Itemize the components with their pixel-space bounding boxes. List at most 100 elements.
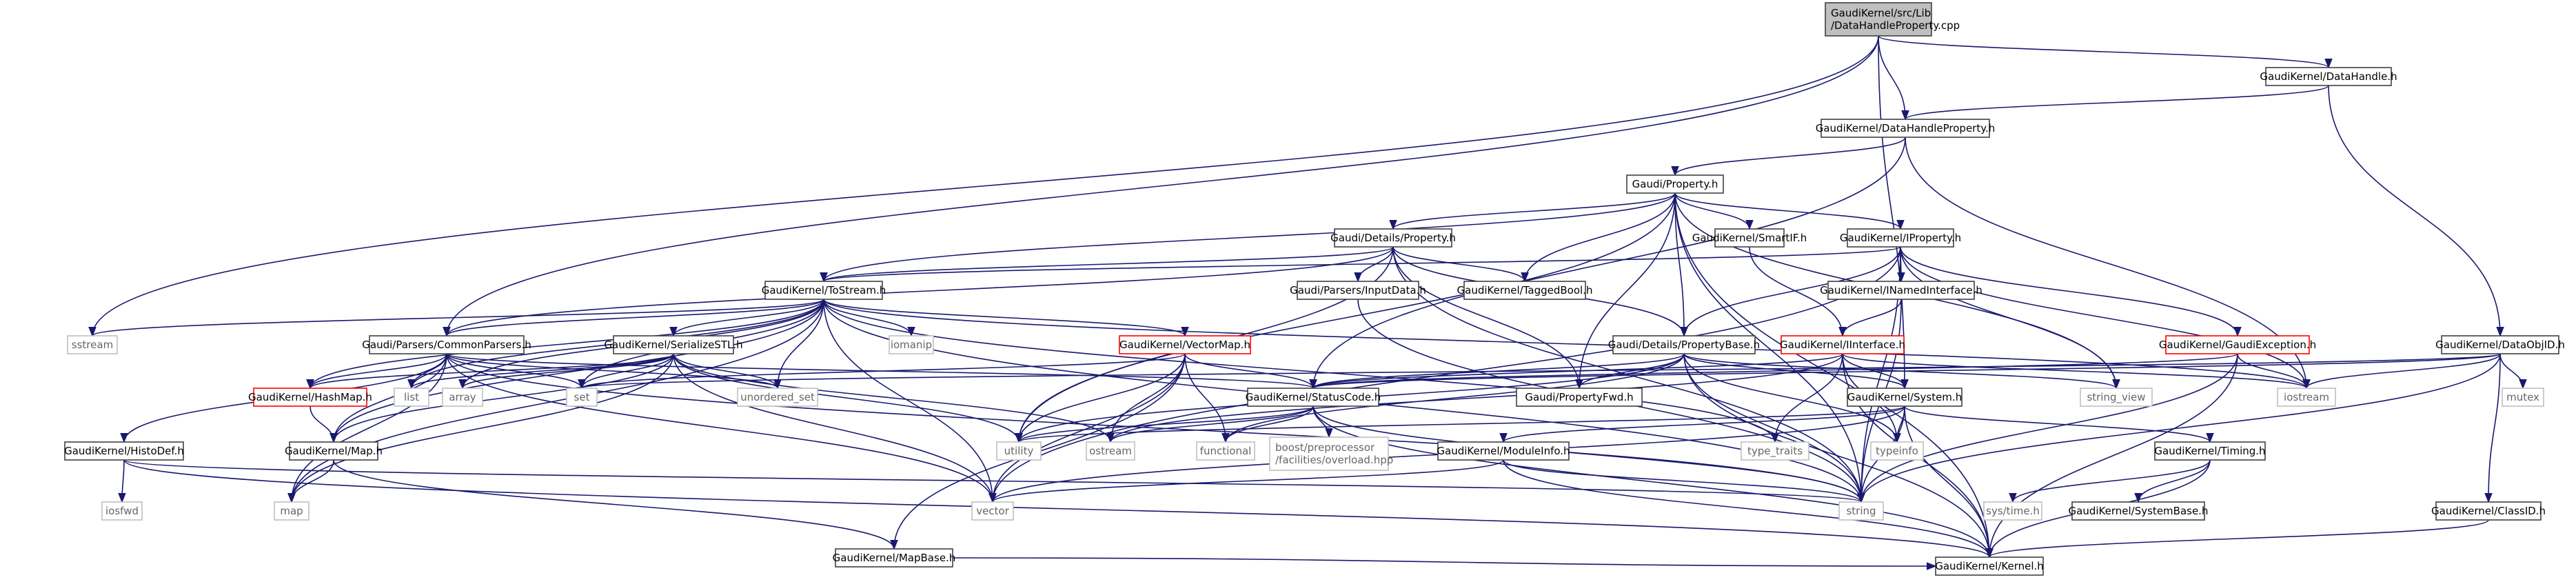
include-edge-property-to-string xyxy=(1674,192,1865,503)
include-edges xyxy=(88,35,2527,570)
node-dataobjid[interactable]: GaudiKernel/DataObjID.h xyxy=(2435,335,2565,354)
include-edge-root-to-system xyxy=(1878,35,1909,390)
include-edge-dataobjid-to-classid xyxy=(2484,353,2501,503)
node-label: GaudiKernel/DataHandle.h xyxy=(2260,70,2397,83)
node-tostream[interactable]: GaudiKernel/ToStream.h xyxy=(762,281,886,300)
include-edge-details_property-to-propertyfwd xyxy=(1392,246,1583,390)
node-label: unordered_set xyxy=(740,391,815,404)
node-label: utility xyxy=(1004,445,1034,457)
node-root[interactable]: GaudiKernel/src/Lib/DataHandleProperty.c… xyxy=(1825,2,1960,37)
include-edge-root-to-commonparsers xyxy=(443,35,1879,337)
node-label: boost/preprocessor xyxy=(1275,441,1375,454)
include-edge-vectormap-to-functional xyxy=(1184,353,1230,443)
node-histodef[interactable]: GaudiKernel/HistoDef.h xyxy=(64,441,184,461)
node-label: mutex xyxy=(2506,391,2539,403)
node-vectormap[interactable]: GaudiKernel/VectorMap.h xyxy=(1119,335,1251,354)
node-label: GaudiKernel/SystemBase.h xyxy=(2069,505,2209,517)
include-edge-timing-to-systembase xyxy=(2134,459,2211,503)
node-map: map xyxy=(274,501,310,521)
node-iproperty[interactable]: GaudiKernel/IProperty.h xyxy=(1840,228,1961,248)
node-propertybase[interactable]: Gaudi/Details/PropertyBase.h xyxy=(1608,335,1760,354)
include-edge-inamedinterface-to-iinterface xyxy=(1838,299,1902,337)
node-label: Gaudi/PropertyFwd.h xyxy=(1525,391,1633,403)
node-map-h[interactable]: GaudiKernel/Map.h xyxy=(285,441,383,461)
include-edge-iproperty-to-string_view xyxy=(1900,246,2120,390)
include-edge-histodef-to-iosfwd xyxy=(118,459,126,503)
include-edge-tostream-to-hashmap xyxy=(306,299,824,390)
include-edge-commonparsers-to-string xyxy=(446,353,1865,503)
include-edge-root-to-datahandleproperty xyxy=(1878,35,1909,121)
node-label: iosfwd xyxy=(105,505,139,517)
node-label: GaudiKernel/GaudiException.h xyxy=(2159,339,2316,351)
include-edge-statuscode-to-kernel xyxy=(1312,405,1994,559)
include-edge-map_h-to-mapbase xyxy=(333,459,898,550)
include-edge-datahandle-to-datahandleproperty xyxy=(1901,85,2329,121)
node-label: /DataHandleProperty.cpp xyxy=(1831,19,1960,32)
node-array: array xyxy=(442,388,483,407)
node-commonparsers[interactable]: Gaudi/Parsers/CommonParsers.h xyxy=(362,335,531,354)
node-label: GaudiKernel/IInterface.h xyxy=(1780,339,1905,351)
node-label: functional xyxy=(1200,445,1252,457)
include-edge-vectormap-to-statuscode xyxy=(1184,353,1317,390)
node-iostream: iostream xyxy=(2277,388,2336,407)
node-iinterface[interactable]: GaudiKernel/IInterface.h xyxy=(1780,335,1905,354)
node-propertyfwd[interactable]: Gaudi/PropertyFwd.h xyxy=(1516,388,1643,407)
node-datahandleproperty[interactable]: GaudiKernel/DataHandleProperty.h xyxy=(1816,119,1996,138)
include-edge-datahandle-to-dataobjid xyxy=(2328,85,2504,337)
include-edge-tostream-to-vector xyxy=(823,299,997,503)
node-property[interactable]: Gaudi/Property.h xyxy=(1626,174,1724,194)
node-smartif[interactable]: GaudiKernel/SmartIF.h xyxy=(1692,228,1807,248)
node-classid[interactable]: GaudiKernel/ClassID.h xyxy=(2431,501,2546,521)
node-label: GaudiKernel/StatusCode.h xyxy=(1246,391,1381,403)
include-edge-mapbase-to-kernel xyxy=(952,557,1937,570)
node-timing[interactable]: GaudiKernel/Timing.h xyxy=(2154,441,2266,461)
node-mapbase[interactable]: GaudiKernel/MapBase.h xyxy=(833,548,956,568)
include-edge-datahandleproperty-to-statuscode xyxy=(1309,137,1906,390)
node-inamedinterface[interactable]: GaudiKernel/INamedInterface.h xyxy=(1820,281,1982,300)
include-edge-dataobjid-to-iostream xyxy=(2302,353,2501,390)
node-label: sstream xyxy=(72,339,113,351)
node-label: set xyxy=(574,391,590,403)
include-edge-iinterface-to-iostream xyxy=(1842,353,2311,390)
node-label: Gaudi/Parsers/InputData.h xyxy=(1290,284,1426,297)
include-edge-smartif-to-iinterface xyxy=(1749,246,1847,337)
node-label: GaudiKernel/Timing.h xyxy=(2154,445,2265,457)
node-label: GaudiKernel/Map.h xyxy=(285,445,383,457)
node-label: ostream xyxy=(1089,445,1132,457)
node-mutex: mutex xyxy=(2502,388,2544,407)
node-systembase[interactable]: GaudiKernel/SystemBase.h xyxy=(2069,501,2209,521)
node-inputdata[interactable]: Gaudi/Parsers/InputData.h xyxy=(1290,281,1426,300)
node-serializestl[interactable]: GaudiKernel/SerializeSTL.h xyxy=(604,335,743,354)
node-hashmap[interactable]: GaudiKernel/HashMap.h xyxy=(248,388,372,407)
include-edge-statuscode-to-ostream xyxy=(1106,405,1314,443)
node-moduleinfo[interactable]: GaudiKernel/ModuleInfo.h xyxy=(1437,441,1570,461)
node-kernel[interactable]: GaudiKernel/Kernel.h xyxy=(1935,556,2044,576)
include-edge-dataobjid-to-mutex xyxy=(2499,353,2527,390)
include-edge-property-to-propertyfwd xyxy=(1575,192,1676,390)
include-edge-propertybase-to-string xyxy=(1683,353,1865,503)
include-edge-tostream-to-iomanip xyxy=(823,299,915,337)
node-label: vector xyxy=(976,505,1009,517)
include-edge-dataobjid-to-statuscode xyxy=(1310,353,2501,390)
node-string-view: string_view xyxy=(2080,388,2153,407)
node-label: GaudiKernel/MapBase.h xyxy=(833,552,956,564)
include-edge-property-to-iproperty xyxy=(1674,192,1905,230)
node-utility: utility xyxy=(996,441,1042,461)
node-gaudiexception[interactable]: GaudiKernel/GaudiException.h xyxy=(2159,335,2316,354)
node-details-property[interactable]: Gaudi/Details/Property.h xyxy=(1330,228,1456,248)
node-label: iostream xyxy=(2284,391,2329,403)
node-set: set xyxy=(566,388,598,407)
include-edge-root-to-sstream xyxy=(88,35,1879,337)
include-edge-tostream-to-vectormap xyxy=(823,299,1189,337)
include-edge-commonparsers-to-vector xyxy=(446,353,997,503)
node-datahandle[interactable]: GaudiKernel/DataHandle.h xyxy=(2260,67,2397,86)
node-type-traits: type_traits xyxy=(1741,441,1809,461)
node-vector: vector xyxy=(971,501,1014,521)
include-edge-dataobjid-to-set xyxy=(578,353,2501,390)
node-statuscode[interactable]: GaudiKernel/StatusCode.h xyxy=(1246,388,1381,407)
node-label: typeinfo xyxy=(1876,445,1918,457)
node-system[interactable]: GaudiKernel/System.h xyxy=(1847,388,1963,407)
node-taggedbool[interactable]: GaudiKernel/TaggedBool.h xyxy=(1457,281,1593,300)
include-edge-commonparsers-to-hashmap xyxy=(306,353,447,390)
include-edge-iproperty-to-iostream xyxy=(1900,246,2311,390)
